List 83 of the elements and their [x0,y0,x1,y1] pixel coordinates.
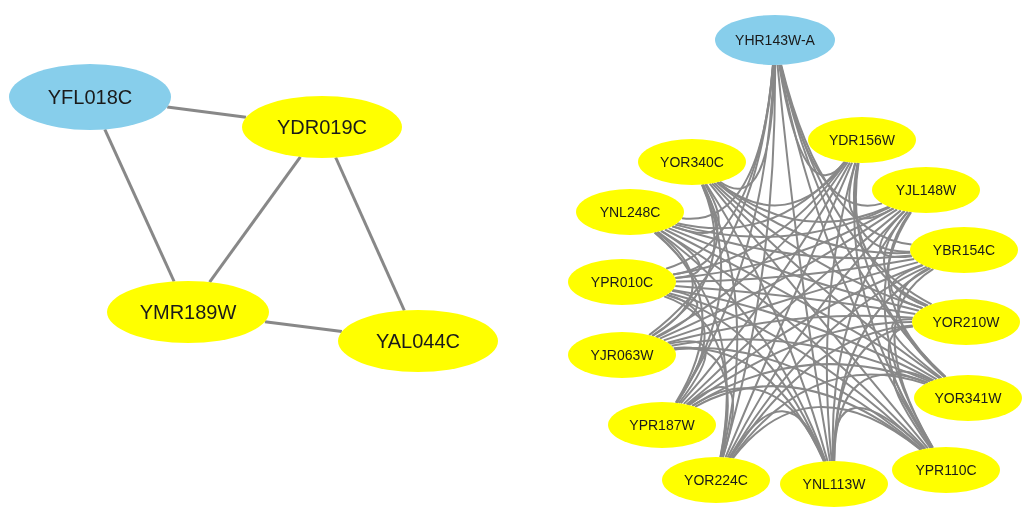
edge-line [671,288,935,382]
edge-line [694,385,922,451]
node-label: YMR189W [139,300,237,324]
gene-node [576,189,684,235]
node-label: YJR063W [590,347,654,363]
node-label: YPR187W [629,417,695,433]
edge-line [731,373,927,459]
edge-line [264,320,343,333]
edge-line [653,231,728,459]
edge-line [708,182,929,450]
edge-line [167,105,247,119]
edge-line [825,161,857,462]
node-label: YNL248C [599,204,661,220]
node-label: YHR143W-A [735,32,815,48]
gene-node [808,117,916,163]
gene-node [910,227,1018,273]
edge-line [670,338,932,383]
edge-line [666,314,914,344]
edge-line [682,209,902,405]
edge-line [674,284,917,315]
edge-line [716,181,890,223]
gene-node [568,259,676,305]
edge-line [853,161,912,253]
edge-line [728,265,928,459]
edge-line [686,386,735,459]
gene-node [872,167,980,213]
edge-line [676,160,846,230]
edge-line [660,229,927,450]
edge-line [724,161,854,459]
edge-line [651,231,694,337]
node-label: YDR156W [828,132,896,148]
edge-line [685,263,924,406]
edge-line [662,261,920,342]
edge-line [648,64,775,337]
edge-line [663,228,938,381]
edge-line [705,183,829,463]
edge-line [833,373,929,462]
node-label: YOR224C [684,472,748,488]
edge-line [672,161,847,276]
edge-line [890,264,925,310]
edge-line [688,320,913,407]
edge-line [715,181,912,255]
edge-line [658,208,899,340]
edge-line [675,258,916,283]
node-label: YAL044C [375,329,461,353]
node-label: YFL018C [47,85,133,109]
edge-line [891,318,943,379]
edge-line [674,206,892,238]
node-label: YJL148W [895,182,957,198]
edge-line [679,161,851,405]
edge-line [666,293,706,404]
node-label: YOR210W [932,314,1000,330]
node-label: YBR154C [932,242,996,258]
edge-line [671,183,720,234]
edge-line [103,128,176,283]
edge-line [655,289,699,339]
edge-line [776,64,831,463]
gene-node [568,332,676,378]
gene-node [912,299,1020,345]
edge-line [208,155,302,283]
edge-line [726,210,906,459]
edge-line [892,370,934,449]
edge-line [667,227,920,312]
edge-line [668,340,707,405]
edge-line [691,387,826,463]
node-label: YOR340C [660,154,724,170]
gene-node [914,375,1022,421]
node-label: YPR010C [590,274,654,290]
node-label: YDR019C [276,115,367,139]
edge-line [897,266,946,379]
edge-line [654,161,849,339]
node-label: YNL113W [802,476,866,492]
edge-line [731,406,922,460]
edge-line [893,267,935,449]
edge-line [711,182,941,380]
node-label: YPR110C [915,462,977,478]
edge-line [334,156,406,312]
gene-node [638,139,746,185]
node-label: YOR341W [934,390,1002,406]
edge-line [671,225,913,260]
edge-line [780,63,913,246]
edge-line [653,231,704,404]
edge-line [713,182,924,310]
